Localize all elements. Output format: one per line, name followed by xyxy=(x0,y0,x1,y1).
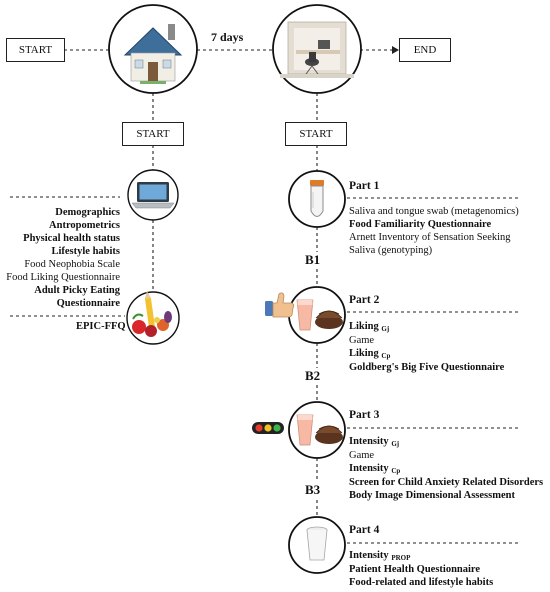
juice-chocolate-icon xyxy=(296,299,343,331)
intensity-gj: Intensity Gj xyxy=(349,436,400,448)
fruit-pencil-icon xyxy=(132,291,172,337)
list-item: Physical health status xyxy=(23,233,120,244)
juice-chocolate-icon xyxy=(296,414,343,446)
test-tube-icon xyxy=(310,180,324,217)
list-item: Arnett Inventory of Sensation Seeking xyxy=(349,232,511,243)
list-item: Goldberg's Big Five Questionnaire xyxy=(349,362,505,373)
part3-title: Part 3 xyxy=(349,409,380,421)
list-item: Antropometrics xyxy=(49,220,120,231)
end-box: END xyxy=(399,38,451,62)
part2-title: Part 2 xyxy=(349,294,380,306)
liking-cp: Liking Cp xyxy=(349,348,391,360)
intensity-cp: Intensity Cp xyxy=(349,463,401,475)
list-item: Food Liking Questionnaire xyxy=(6,272,120,283)
list-item: Game xyxy=(349,335,375,346)
start-box-right: START xyxy=(285,122,347,146)
list-item: Saliva (genotyping) xyxy=(349,245,433,256)
cubicle-icon xyxy=(280,21,354,78)
list-item: Demographics xyxy=(55,207,120,218)
home-items-list: Demographics Antropometrics Physical hea… xyxy=(6,206,120,310)
break-label-b3: B3 xyxy=(304,482,322,498)
list-item: Saliva and tongue swab (metagenomics) xyxy=(349,206,519,217)
liking-gj: Liking Gj xyxy=(349,321,390,333)
list-item: Questionnaire xyxy=(56,298,120,309)
list-item: Food Familiarity Questionnaire xyxy=(349,219,492,230)
part4-title: Part 4 xyxy=(349,524,380,536)
break-label-b1: B1 xyxy=(304,252,322,268)
list-item: Screen for Child Anxiety Related Disorde… xyxy=(349,477,544,488)
list-item: Body Image Dimensional Assessment xyxy=(349,490,515,501)
list-item: Patient Health Questionnaire xyxy=(349,564,481,575)
interval-label: 7 days xyxy=(211,30,244,44)
thumbs-up-icon xyxy=(265,292,295,318)
empty-cup-icon xyxy=(306,526,328,561)
intensity-prop: Intensity PROP xyxy=(349,550,411,562)
laptop-icon xyxy=(131,182,175,209)
break-label-b2: B2 xyxy=(304,368,322,384)
list-item: Food Neophobia Scale xyxy=(24,259,120,270)
start-box-left: START xyxy=(122,122,184,146)
list-item: Food-related and lifestyle habits xyxy=(349,577,494,588)
list-item: Adult Picky Eating xyxy=(34,285,120,296)
part1-title: Part 1 xyxy=(349,180,380,192)
house-icon xyxy=(123,24,183,84)
start-box-top: START xyxy=(6,38,65,62)
traffic-light-icon xyxy=(252,422,284,434)
list-item: Lifestyle habits xyxy=(51,246,120,257)
ffq-label: EPIC-FFQ xyxy=(76,321,126,332)
list-item: Game xyxy=(349,450,375,461)
